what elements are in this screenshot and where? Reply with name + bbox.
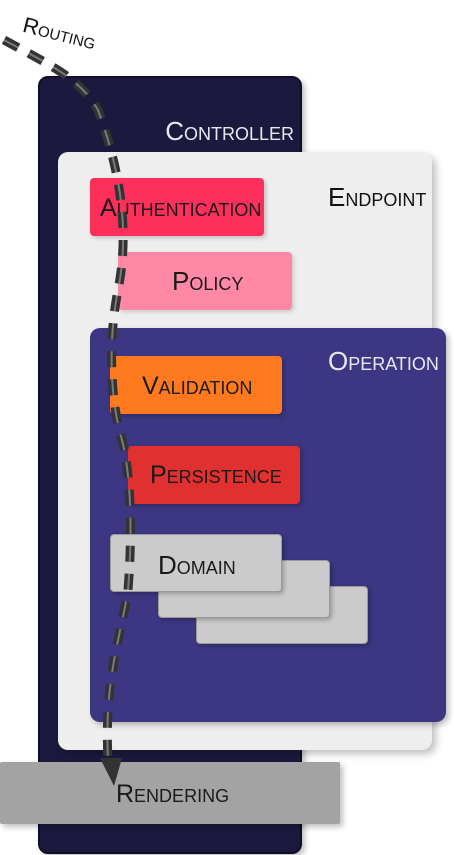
domain-label: Domain — [158, 550, 236, 580]
routing-label: Routing — [20, 12, 99, 55]
domain-box — [110, 534, 282, 592]
validation-label: Validation — [142, 372, 253, 400]
rendering-box — [0, 762, 340, 824]
policy-label: Policy — [172, 266, 244, 296]
endpoint-label: Endpoint — [328, 182, 427, 212]
rendering-label: Rendering — [116, 780, 230, 808]
policy-box — [118, 252, 292, 310]
validation-box — [110, 356, 282, 414]
controller-label: Controller — [165, 116, 294, 146]
operation-label: Operation — [328, 346, 439, 376]
persistence-box — [128, 446, 300, 504]
authentication-label: Authentication — [100, 194, 262, 222]
persistence-label: Persistence — [150, 461, 282, 489]
